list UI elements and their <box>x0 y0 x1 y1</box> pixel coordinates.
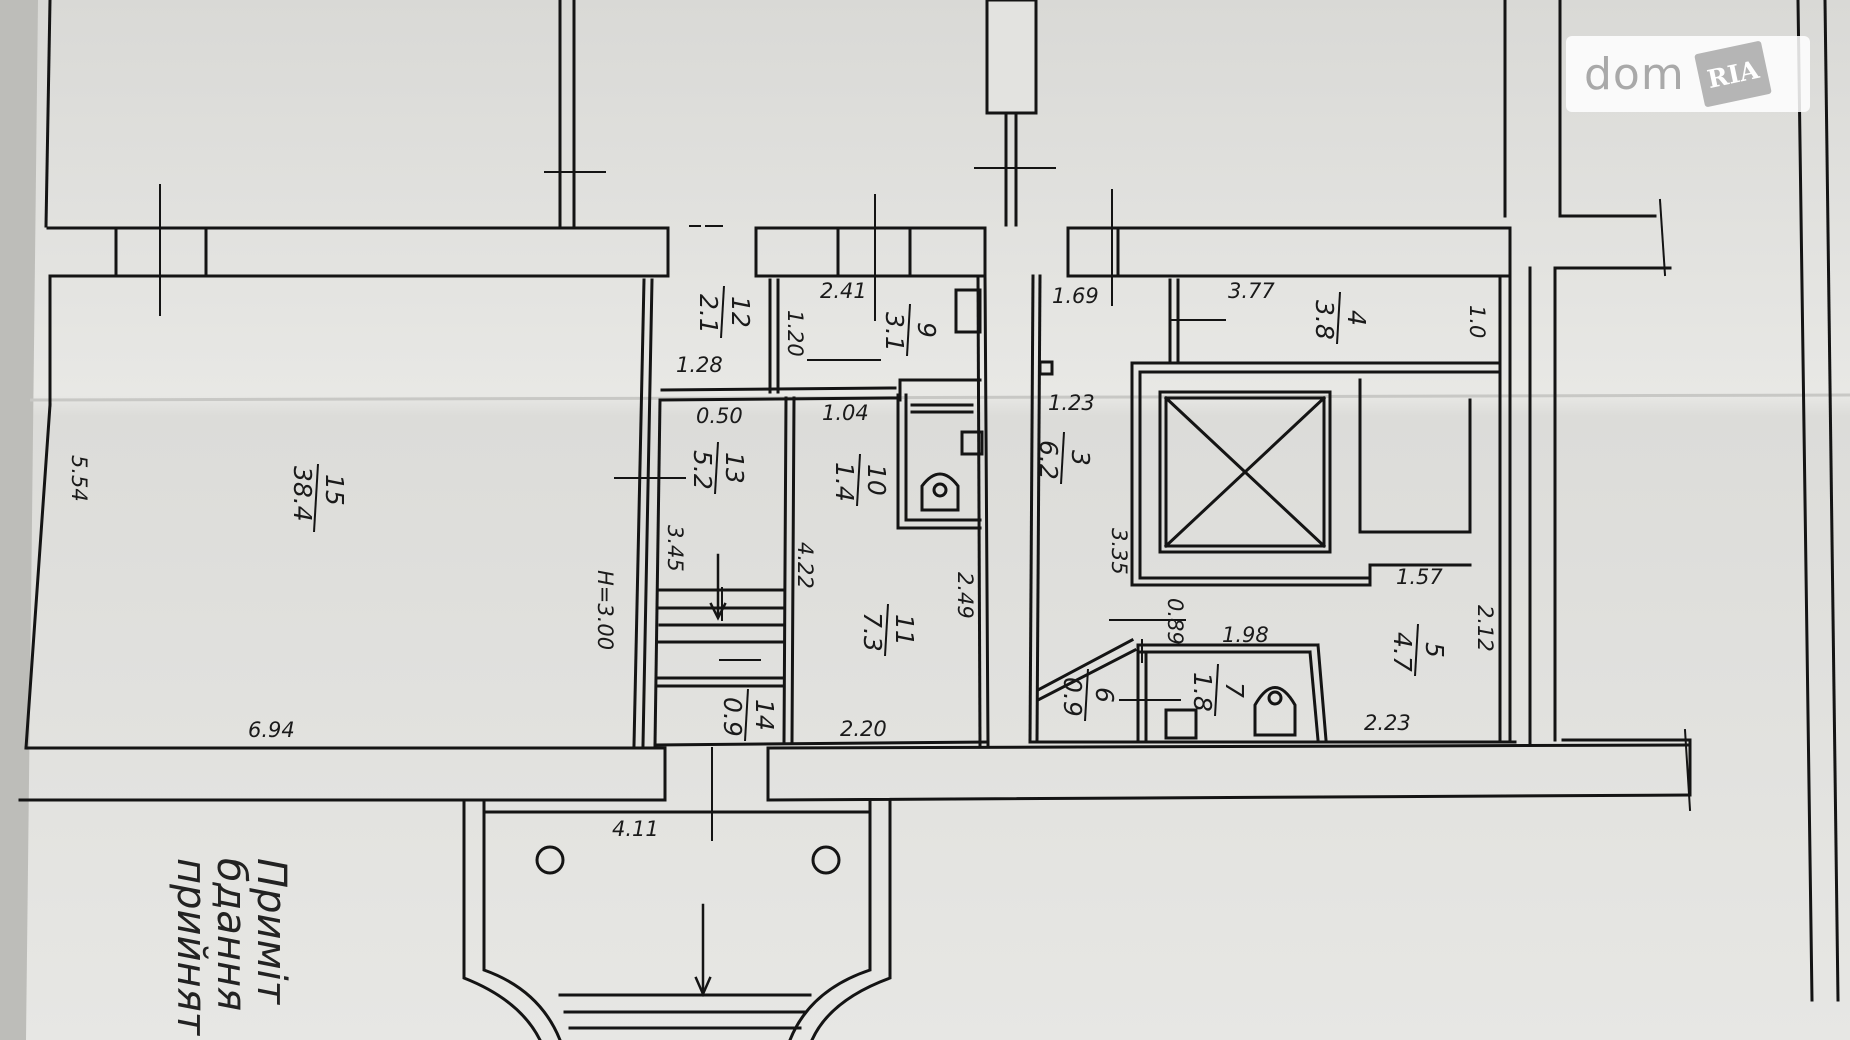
room-5-area: 4.7 <box>1388 632 1417 672</box>
room-4-area: 3.8 <box>1310 300 1339 340</box>
note-text: Приміт бдання прийнят <box>168 858 294 1037</box>
room-9-number: 9 <box>912 322 941 338</box>
room-12-area: 2.1 <box>694 294 723 334</box>
dim-2-12: 2.12 <box>1473 605 1497 652</box>
paper-fold-line <box>29 393 1850 402</box>
stair-arrows <box>694 553 727 998</box>
corridor-walls <box>653 278 990 747</box>
dim-1-57: 1.57 <box>1396 565 1443 589</box>
room-7-number: 7 <box>1220 682 1249 698</box>
dim-3-77: 3.77 <box>1228 279 1275 303</box>
dim-4-22: 4.22 <box>793 542 817 589</box>
room-labels: 15 38.4 12 2.1 13 5.2 14 0.9 9 3.1 10 1.… <box>288 285 1449 742</box>
rooms-9-10-11-walls <box>896 274 990 747</box>
dim-1-28: 1.28 <box>676 353 723 377</box>
dim-2-20: 2.20 <box>840 717 887 741</box>
dim-1-23: 1.23 <box>1048 391 1095 415</box>
dim-3-45: 3.45 <box>663 525 687 572</box>
room-9-area: 3.1 <box>880 312 909 352</box>
rooms-3-to-7-walls <box>1028 274 1517 744</box>
room-3-label: 3 6.2 <box>1034 431 1095 485</box>
room-6-area: 0.9 <box>1058 677 1087 717</box>
room-6-label: 6 0.9 <box>1058 668 1119 722</box>
room-12-number: 12 <box>726 296 755 328</box>
dim-2-41: 2.41 <box>820 279 867 303</box>
room-14-number: 14 <box>750 699 779 731</box>
dim-h-3-00: H=3.00 <box>593 570 617 650</box>
room-6-number: 6 <box>1090 687 1119 703</box>
note-line-2: бдання <box>208 858 254 1011</box>
ria-logo-icon: RIA <box>1693 40 1772 108</box>
room-15-label: 15 38.4 <box>288 463 349 533</box>
room-12-label: 12 2.1 <box>694 285 755 339</box>
room-15-walls <box>24 274 667 750</box>
dim-1-98: 1.98 <box>1222 623 1269 647</box>
room-5-number: 5 <box>1420 642 1449 658</box>
room-7-label: 7 1.8 <box>1188 663 1249 717</box>
room-3-area: 6.2 <box>1034 440 1063 480</box>
room-13-label: 13 5.2 <box>688 441 749 495</box>
dim-0-50: 0.50 <box>696 404 743 428</box>
dim-1-0: 1.0 <box>1465 305 1489 338</box>
room-9-label: 9 3.1 <box>880 303 941 357</box>
room-15-area: 38.4 <box>288 466 317 522</box>
room-13-area: 5.2 <box>688 450 717 490</box>
dimension-labels: 5.54 6.94 H=3.00 3.45 1.28 0.50 1.20 2.4… <box>67 279 1497 841</box>
paper-left-shadow <box>0 0 38 1040</box>
upper-partition-wall <box>46 226 1692 747</box>
section-marks <box>159 167 1692 841</box>
note-line-3: прийнят <box>168 858 214 1037</box>
dim-1-20: 1.20 <box>783 310 807 357</box>
room-13-number: 13 <box>720 452 749 484</box>
top-walls <box>44 0 1840 1002</box>
bottom-exterior-walls <box>18 738 1692 802</box>
room-4-number: 4 <box>1342 310 1371 326</box>
dim-3-35: 3.35 <box>1107 528 1131 575</box>
dim-5-54: 5.54 <box>67 455 91 502</box>
room-7-area: 1.8 <box>1188 672 1217 712</box>
entrance-porch <box>462 798 892 1040</box>
note-line-1: Приміт <box>248 858 294 1006</box>
dim-1-04: 1.04 <box>822 401 869 425</box>
room-10-number: 10 <box>862 464 891 496</box>
room-14-area: 0.9 <box>718 697 747 737</box>
room-3-number: 3 <box>1066 450 1095 466</box>
room-10-area: 1.4 <box>830 462 859 502</box>
dim-0-89: 0.89 <box>1163 598 1187 645</box>
watermark-text: dom <box>1584 48 1685 100</box>
room-11-area: 7.3 <box>858 612 887 652</box>
domria-watermark: dom RIA <box>1566 36 1810 112</box>
room-10-label: 10 1.4 <box>830 453 891 507</box>
room-11-number: 11 <box>890 614 919 646</box>
dim-2-23: 2.23 <box>1364 711 1411 735</box>
dim-4-11: 4.11 <box>612 817 659 841</box>
room-4-label: 4 3.8 <box>1310 291 1371 345</box>
room-5-label: 5 4.7 <box>1388 623 1449 677</box>
room-14-label: 14 0.9 <box>718 688 779 742</box>
room-11-label: 11 7.3 <box>858 603 919 657</box>
room-15-number: 15 <box>320 474 349 506</box>
dim-2-49: 2.49 <box>953 572 977 619</box>
dim-6-94: 6.94 <box>248 718 295 742</box>
dim-1-69: 1.69 <box>1052 284 1099 308</box>
